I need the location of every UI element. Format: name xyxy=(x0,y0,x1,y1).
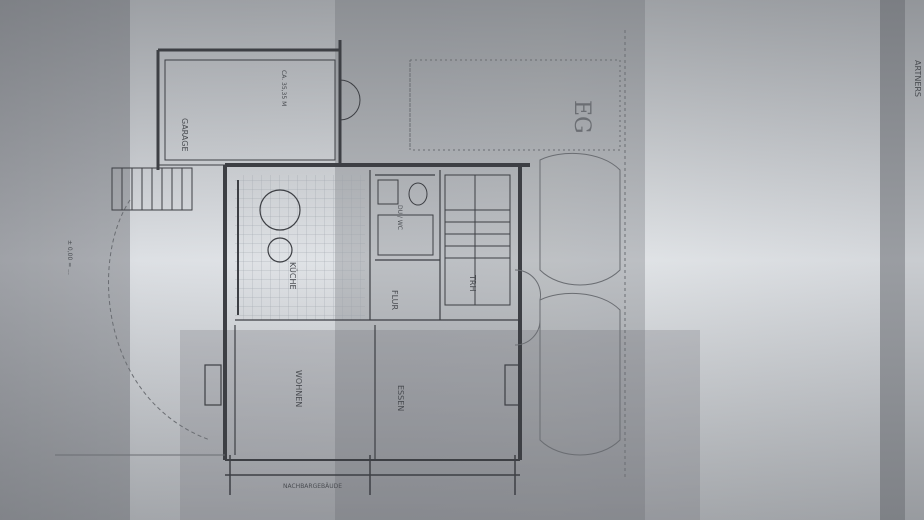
label-kueche: KÜCHE xyxy=(288,262,298,290)
house-walls xyxy=(223,163,530,461)
interior-stairs xyxy=(444,174,511,306)
garden xyxy=(55,30,626,480)
label-essen: ESSEN xyxy=(396,385,405,411)
label-dusche: DU / WC xyxy=(396,205,403,230)
label-garage-dim: CA. 35,35 M xyxy=(280,70,287,106)
label-neighbor: NACHBARGEBÄUDE xyxy=(283,483,342,490)
neighbor-building xyxy=(225,455,520,495)
kitchen-tiles xyxy=(235,175,365,320)
label-treppe: TRH xyxy=(468,274,477,291)
label-garage: GARAGE xyxy=(180,118,189,152)
label-flur: FLUR xyxy=(390,290,399,311)
exterior-stairs xyxy=(111,167,193,211)
label-floor: EG xyxy=(569,100,594,134)
label-wohnen: WOHNEN xyxy=(294,370,303,407)
bathroom xyxy=(377,179,434,256)
label-side: ARTNERS xyxy=(913,60,922,97)
label-scale: ± 0,00 = ... xyxy=(66,240,73,275)
